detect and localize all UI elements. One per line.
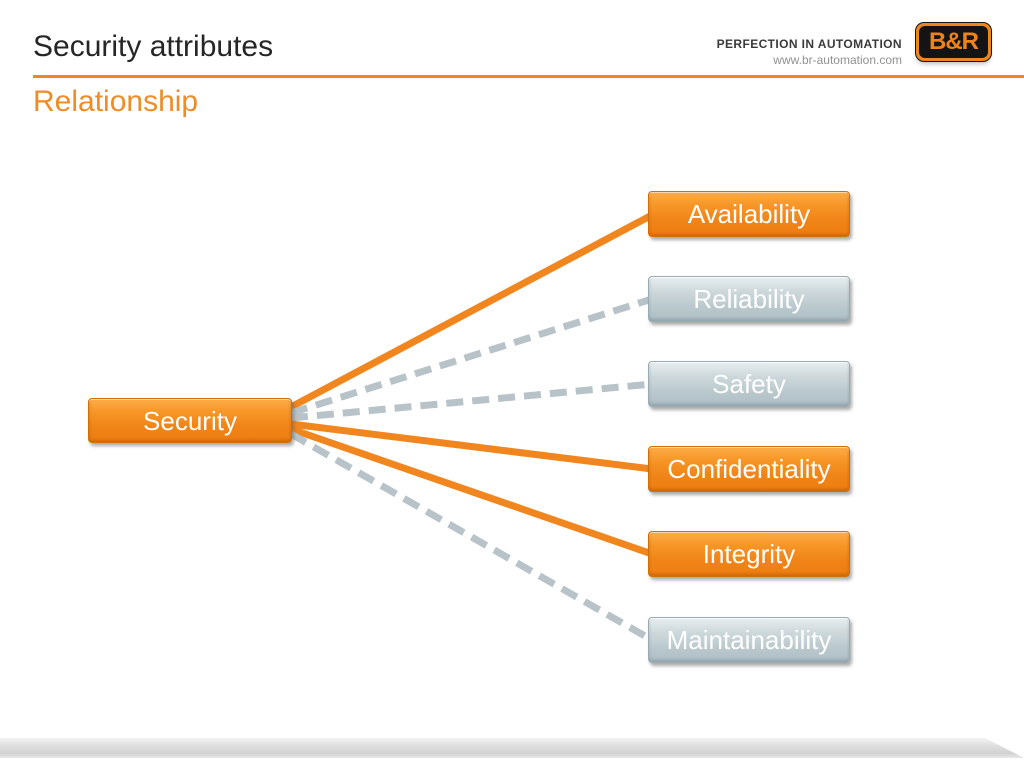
brand-tagline: PERFECTION IN AUTOMATION — [716, 37, 902, 51]
node-safety: Safety — [648, 361, 850, 407]
node-integrity: Integrity — [648, 531, 850, 577]
header-divider — [33, 75, 1024, 78]
connector-security-confidentiality — [290, 420, 653, 473]
connector-security-maintainability — [289, 430, 654, 644]
node-reliability-label: Reliability — [693, 284, 805, 314]
node-confidentiality-label: Confidentiality — [667, 454, 831, 484]
node-confidentiality: Confidentiality — [648, 446, 850, 492]
connector-security-integrity — [289, 425, 654, 558]
br-logo-field: B&R — [919, 26, 988, 58]
node-security-label: Security — [143, 405, 237, 436]
node-availability: Availability — [648, 191, 850, 237]
brand-website: www.br-automation.com — [773, 53, 902, 67]
node-availability-label: Availability — [687, 199, 811, 229]
connector-security-safety — [290, 380, 653, 422]
node-reliability: Reliability — [648, 276, 850, 322]
node-security: Security — [88, 398, 292, 443]
node-integrity-label: Integrity — [702, 539, 796, 569]
br-logo-icon: B&R — [915, 22, 992, 62]
footer-band — [0, 738, 1024, 758]
brand-text-block: PERFECTION IN AUTOMATION www.br-automati… — [717, 38, 902, 66]
connector-security-availability — [289, 211, 654, 411]
page-subtitle: Relationship — [33, 85, 199, 118]
node-maintainability-label: Maintainability — [666, 625, 832, 655]
node-safety-label: Safety — [712, 369, 786, 399]
br-logo-letters: B&R — [929, 27, 979, 55]
page-title: Security attributes — [33, 30, 274, 63]
node-maintainability: Maintainability — [648, 617, 850, 663]
connector-security-reliability — [289, 295, 654, 417]
